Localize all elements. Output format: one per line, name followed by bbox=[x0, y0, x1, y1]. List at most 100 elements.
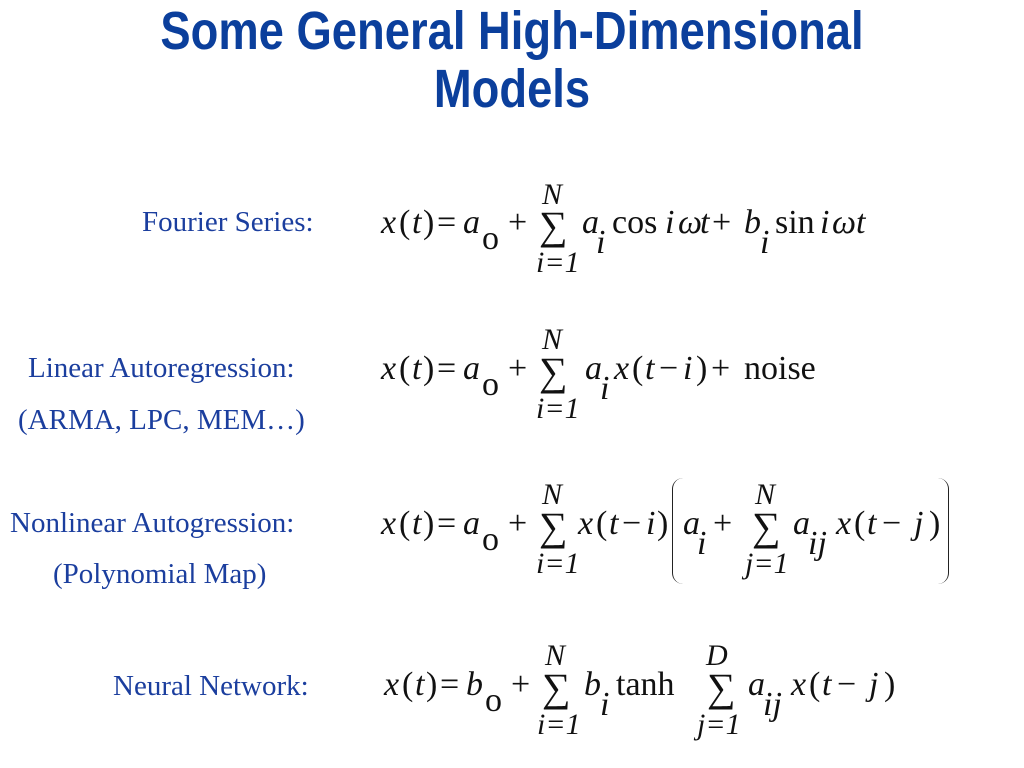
eq2-i: i bbox=[683, 350, 693, 387]
eq1-t-1: t bbox=[700, 204, 710, 241]
slide-title: Some General High-Dimensional Models bbox=[82, 2, 942, 118]
eq3-a-ij: a bbox=[793, 505, 810, 542]
eq1-i-2: i bbox=[820, 204, 830, 241]
eq4-minus: − bbox=[837, 666, 857, 703]
eq1-upper-limit: N bbox=[542, 178, 563, 211]
eq3-plus-2: + bbox=[713, 505, 733, 542]
eq2-rparen-2: ) bbox=[696, 350, 708, 387]
eq1-subscript-i: i bbox=[596, 224, 606, 261]
eq1-a: a bbox=[463, 204, 480, 241]
eq3-plus: + bbox=[508, 505, 528, 542]
eq3-sum-symbol-2: ∑ bbox=[752, 504, 781, 549]
eq3-i: i bbox=[646, 505, 656, 542]
eq1-t: t bbox=[412, 204, 422, 241]
eq3-t: t bbox=[412, 505, 422, 542]
eq4-subscript-o: o bbox=[485, 682, 502, 719]
label-fourier-series: Fourier Series: bbox=[142, 206, 314, 238]
eq3-lower-limit: i=1 bbox=[536, 547, 580, 580]
sublabel-nonlinear-autogression: (Polynomial Map) bbox=[53, 558, 267, 590]
eq3-rparen: ) bbox=[423, 505, 435, 542]
eq2-lparen-2: ( bbox=[632, 350, 644, 387]
sublabel-linear-autoregression: (ARMA, LPC, MEM…) bbox=[18, 404, 305, 436]
eq2-noise: noise bbox=[744, 350, 816, 387]
eq4-equals: = bbox=[440, 666, 460, 703]
eq2-upper-limit: N bbox=[542, 323, 563, 356]
eq4-upper-limit: N bbox=[545, 639, 566, 672]
eq3-a-i: a bbox=[683, 505, 700, 542]
eq3-equals: = bbox=[437, 505, 457, 542]
eq1-b-i: b bbox=[744, 204, 761, 241]
eq1-plus-2: + bbox=[712, 204, 732, 241]
eq4-lower-limit: i=1 bbox=[537, 708, 581, 741]
eq3-t-2: t bbox=[609, 505, 619, 542]
eq4-t-2: t bbox=[822, 666, 832, 703]
eq4-lower-limit-2: j=1 bbox=[697, 708, 741, 741]
eq4-subscript-i: i bbox=[600, 686, 610, 723]
eq3-sum-symbol: ∑ bbox=[539, 504, 568, 549]
eq4-upper-limit-2: D bbox=[706, 639, 728, 672]
eq3-rparen-2: ) bbox=[657, 505, 669, 542]
eq4-rparen: ) bbox=[426, 666, 438, 703]
eq4-b: b bbox=[466, 666, 483, 703]
eq4-sum-symbol-2: ∑ bbox=[707, 665, 736, 710]
eq3-lparen: ( bbox=[399, 505, 411, 542]
eq3-minus: − bbox=[622, 505, 642, 542]
eq1-omega-1: ω bbox=[678, 204, 703, 241]
eq2-t-2: t bbox=[645, 350, 655, 387]
eq1-lower-limit: i=1 bbox=[536, 246, 580, 279]
eq2-rparen: ) bbox=[423, 350, 435, 387]
eq2-t: t bbox=[412, 350, 422, 387]
eq3-lparen-2: ( bbox=[596, 505, 608, 542]
eq4-a-ij: a bbox=[748, 666, 765, 703]
label-linear-autoregression: Linear Autoregression: bbox=[28, 352, 295, 384]
eq1-a-i: a bbox=[582, 204, 599, 241]
eq2-equals: = bbox=[437, 350, 457, 387]
eq1-plus: + bbox=[508, 204, 528, 241]
eq4-subscript-ij: ij bbox=[763, 686, 782, 723]
eq2-x: x bbox=[381, 350, 397, 387]
label-nonlinear-autogression: Nonlinear Autogression: bbox=[10, 507, 295, 539]
eq1-sum-symbol: ∑ bbox=[539, 203, 568, 248]
eq4-x-2: x bbox=[791, 666, 807, 703]
eq2-sum-symbol: ∑ bbox=[539, 349, 568, 394]
eq4-t: t bbox=[415, 666, 425, 703]
label-neural-network: Neural Network: bbox=[113, 670, 309, 702]
eq3-upper-limit-2: N bbox=[755, 478, 776, 511]
eq3-subscript-ij: ij bbox=[808, 525, 827, 562]
eq3-x: x bbox=[381, 505, 397, 542]
eq3-lparen-3: ( bbox=[854, 505, 866, 542]
eq3-a: a bbox=[463, 505, 480, 542]
eq3-big-left-paren bbox=[672, 478, 683, 584]
eq3-upper-limit: N bbox=[542, 478, 563, 511]
eq2-lparen: ( bbox=[399, 350, 411, 387]
eq1-sin: sin bbox=[775, 204, 815, 241]
eq2-subscript-o: o bbox=[482, 366, 499, 403]
eq4-sum-symbol: ∑ bbox=[542, 665, 571, 710]
eq2-lower-limit: i=1 bbox=[536, 392, 580, 425]
eq4-x: x bbox=[384, 666, 400, 703]
eq1-i-1: i bbox=[665, 204, 675, 241]
eq1-equals: = bbox=[437, 204, 457, 241]
eq3-lower-limit-2: j=1 bbox=[745, 547, 789, 580]
eq3-subscript-i: i bbox=[697, 525, 707, 562]
eq3-rparen-3: ) bbox=[929, 505, 941, 542]
eq2-plus-2: + bbox=[711, 350, 731, 387]
eq3-subscript-o: o bbox=[482, 521, 499, 558]
eq4-b-i: b bbox=[584, 666, 601, 703]
eq1-rparen: ) bbox=[423, 204, 435, 241]
eq4-plus: + bbox=[511, 666, 531, 703]
eq1-subscript-o: o bbox=[482, 220, 499, 257]
eq4-tanh: tanh bbox=[616, 666, 675, 703]
title-line-1: Some General High-Dimensional bbox=[160, 1, 864, 61]
eq4-lparen-2: ( bbox=[809, 666, 821, 703]
eq3-minus-2: − bbox=[882, 505, 902, 542]
eq3-big-right-paren bbox=[938, 478, 949, 584]
eq3-x-3: x bbox=[836, 505, 852, 542]
eq1-x: x bbox=[381, 204, 397, 241]
eq2-minus: − bbox=[659, 350, 679, 387]
eq4-lparen: ( bbox=[402, 666, 414, 703]
eq2-subscript-i: i bbox=[600, 370, 610, 407]
